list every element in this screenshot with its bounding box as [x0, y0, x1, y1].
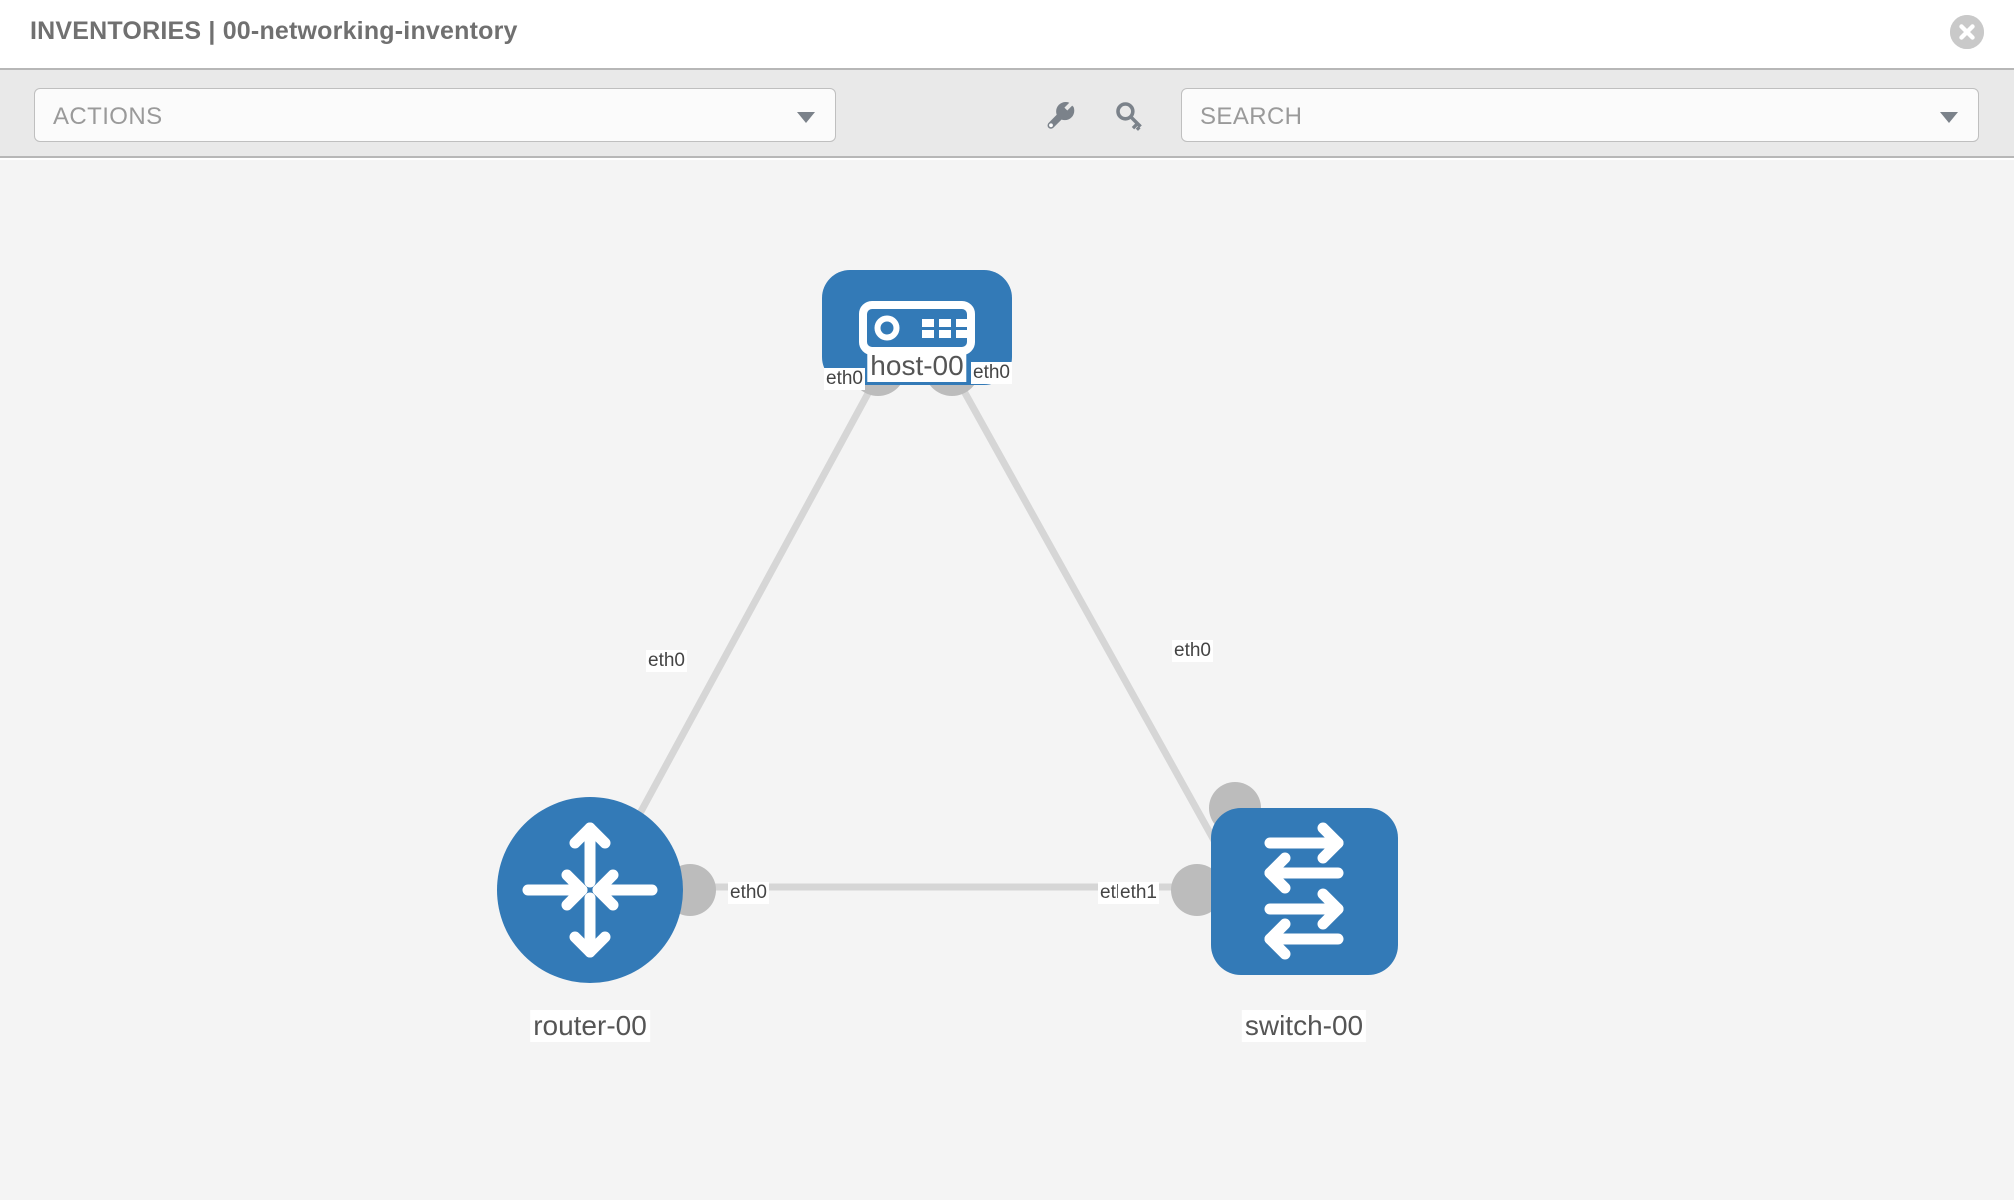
- iface-label-router-right: eth0: [728, 882, 769, 904]
- key-icon[interactable]: [1112, 98, 1148, 134]
- search-input[interactable]: SEARCH: [1181, 88, 1979, 142]
- iface-label-switch-up: eth0: [1172, 640, 1213, 662]
- page-title: INVENTORIES | 00-networking-inventory: [30, 17, 518, 45]
- iface-label-host-right: eth0: [971, 362, 1012, 384]
- node-switch-00-shape: [1211, 808, 1398, 975]
- iface-label-host-left: eth0: [824, 368, 865, 390]
- topology-canvas[interactable]: host-00 router-00 switch-00 eth0 eth0 et…: [0, 160, 2014, 1200]
- wrench-icon[interactable]: [1043, 98, 1079, 134]
- node-label-host-00: host-00: [867, 350, 967, 382]
- chevron-down-icon: [797, 112, 815, 123]
- chevron-down-icon: [1940, 112, 1958, 123]
- router-arrows-icon: [522, 822, 658, 958]
- actions-dropdown-label: ACTIONS: [53, 103, 163, 130]
- actions-dropdown[interactable]: ACTIONS: [34, 88, 836, 142]
- search-placeholder: SEARCH: [1200, 103, 1303, 130]
- topology-edges: [596, 373, 1244, 891]
- iface-label-router-up: eth0: [646, 650, 687, 672]
- node-label-switch-00: switch-00: [1241, 1010, 1367, 1042]
- switch-arrows-icon: [1264, 822, 1344, 960]
- node-router-00: [497, 797, 683, 983]
- page-header: INVENTORIES | 00-networking-inventory: [0, 0, 2014, 68]
- edge-host00-switch00: [951, 373, 1244, 889]
- interface-endpoints: [664, 340, 1261, 916]
- iface-label-switch-left-b: eth1: [1118, 882, 1159, 904]
- iface-circle-switch-left: [1171, 864, 1223, 916]
- node-label-router-00: router-00: [530, 1010, 650, 1042]
- close-icon[interactable]: [1950, 15, 1984, 49]
- node-switch-00: [1211, 808, 1398, 975]
- topology-graph: [497, 270, 1398, 983]
- node-router-00-shape: [497, 797, 683, 983]
- edge-host00-router00: [596, 373, 882, 889]
- toolbar: ACTIONS SEARCH: [0, 68, 2014, 158]
